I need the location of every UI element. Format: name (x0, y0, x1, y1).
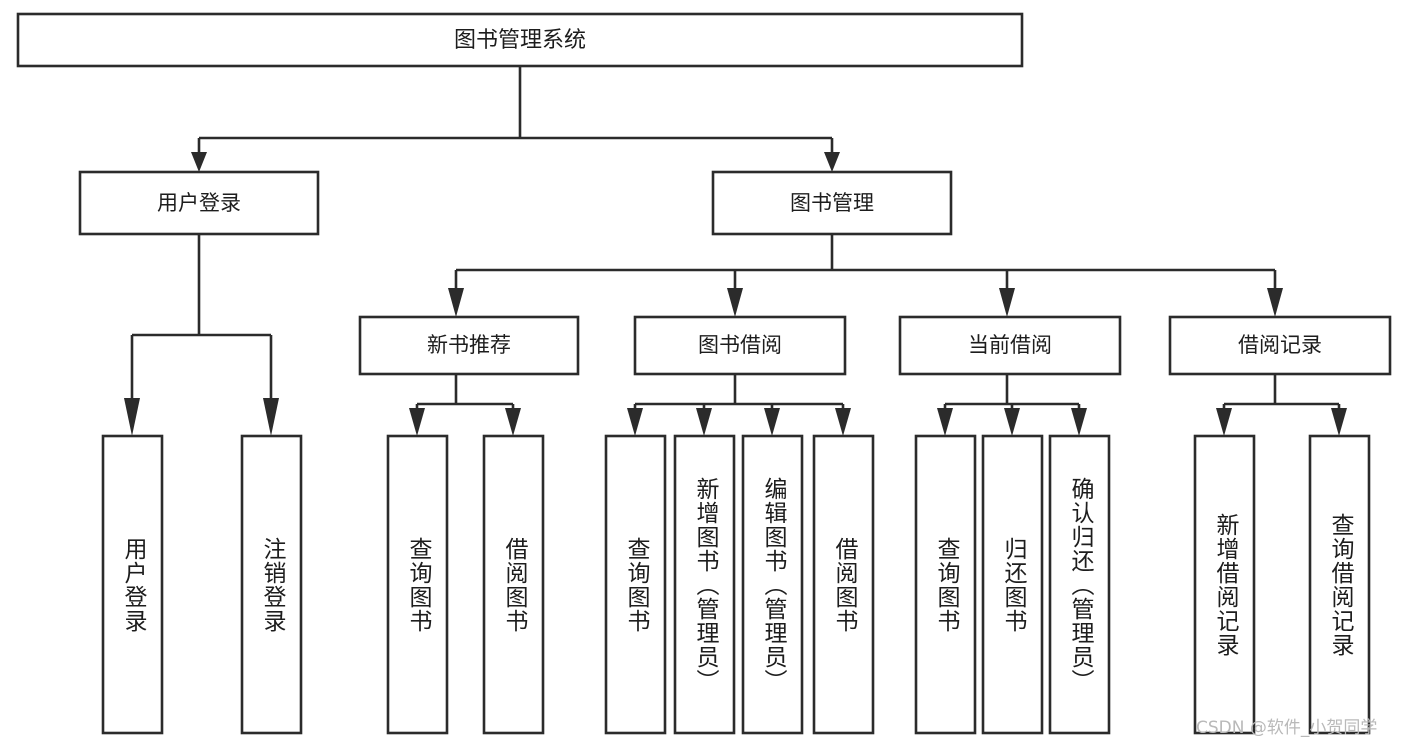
leaf-box-user-login-1[interactable] (101, 434, 164, 735)
node-borrow-record[interactable] (1168, 315, 1392, 376)
arrow-head-leaf-user-login-2 (263, 398, 279, 436)
node-new-book-recommend-label: 新书推荐 (427, 333, 511, 357)
arrow-head-leaf-book-borrow-4 (835, 408, 851, 436)
arrow-head-leaf-new-book-1 (409, 408, 425, 436)
leaf-box-user-login-2[interactable] (240, 434, 303, 735)
arrow-head-leaf-book-borrow-1 (627, 408, 643, 436)
arrow-head-user-login (191, 152, 207, 172)
arrow-head-leaf-borrow-record-2 (1331, 408, 1347, 436)
arrow-head-current-borrow (999, 288, 1015, 317)
arrow-head-leaf-new-book-2 (505, 408, 521, 436)
leaf-box-book-borrow-2[interactable] (673, 434, 736, 735)
arrow-head-leaf-borrow-record-1 (1216, 408, 1232, 436)
arrow-head-new-book (448, 288, 464, 317)
leaf-box-current-borrow-2[interactable] (981, 434, 1044, 735)
connectors-group (124, 66, 1347, 436)
arrow-head-book-manage (824, 152, 840, 172)
node-book-manage[interactable] (711, 170, 953, 236)
leaf-box-book-borrow-4[interactable] (812, 434, 875, 735)
arrow-head-book-borrow (727, 288, 743, 317)
leaf-box-borrow-record-1[interactable] (1193, 434, 1256, 735)
arrow-head-borrow-record (1267, 288, 1283, 317)
node-user-login-label: 用户登录 (157, 191, 241, 215)
node-borrow-record-label: 借阅记录 (1238, 333, 1322, 357)
leaf-box-borrow-record-2[interactable] (1308, 434, 1371, 735)
arrow-head-leaf-current-borrow-1 (937, 408, 953, 436)
leaf-box-book-borrow-3[interactable] (741, 434, 804, 735)
arrow-head-leaf-book-borrow-3 (764, 408, 780, 436)
node-book-borrow-label: 图书借阅 (698, 333, 782, 357)
leaf-box-current-borrow-3[interactable] (1048, 434, 1111, 735)
arrow-head-leaf-current-borrow-3 (1071, 408, 1087, 436)
leaf-box-new-book-1[interactable] (386, 434, 449, 735)
arrow-head-leaf-user-login-1 (124, 398, 140, 436)
node-root-label: 图书管理系统 (454, 28, 586, 53)
leaf-box-book-borrow-1[interactable] (604, 434, 667, 735)
node-new-book-recommend[interactable] (358, 315, 580, 376)
watermark-text: CSDN @软件_小贺同学 (1196, 718, 1378, 738)
arrow-head-leaf-book-borrow-2 (696, 408, 712, 436)
node-current-borrow[interactable] (898, 315, 1122, 376)
nodes-group: 图书管理系统 用户登录 图书管理 新书推荐 图书借阅 当前借阅 借阅记录 (16, 12, 1392, 735)
node-book-manage-label: 图书管理 (790, 191, 874, 215)
arrow-head-leaf-current-borrow-2 (1004, 408, 1020, 436)
node-root[interactable] (16, 12, 1024, 68)
node-book-borrow[interactable] (633, 315, 847, 376)
leaf-box-new-book-2[interactable] (482, 434, 545, 735)
leaf-box-current-borrow-1[interactable] (914, 434, 977, 735)
node-user-login[interactable] (78, 170, 320, 236)
node-current-borrow-label: 当前借阅 (968, 333, 1052, 357)
